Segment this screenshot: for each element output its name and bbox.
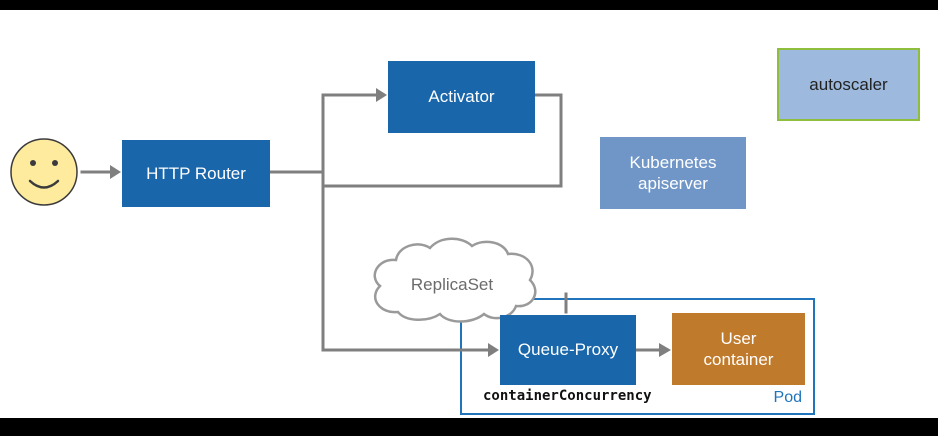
node-kubernetes-apiserver: Kubernetes apiserver — [600, 137, 746, 209]
user-container-label: User container — [703, 328, 774, 369]
node-autoscaler: autoscaler — [777, 48, 920, 121]
container-concurrency-label: containerConcurrency — [483, 388, 652, 404]
pod-label: Pod — [773, 389, 802, 406]
autoscaler-label: autoscaler — [809, 74, 888, 94]
activator-label: Activator — [428, 87, 495, 107]
http-router-label: HTTP Router — [146, 163, 246, 183]
queue-proxy-label: Queue-Proxy — [517, 340, 619, 360]
node-http-router: HTTP Router — [122, 140, 270, 207]
node-user-container: User container — [672, 313, 805, 385]
node-activator: Activator — [388, 61, 535, 133]
kubernetes-apiserver-label: Kubernetes apiserver — [629, 152, 717, 193]
node-queue-proxy: Queue-Proxy — [500, 315, 636, 385]
